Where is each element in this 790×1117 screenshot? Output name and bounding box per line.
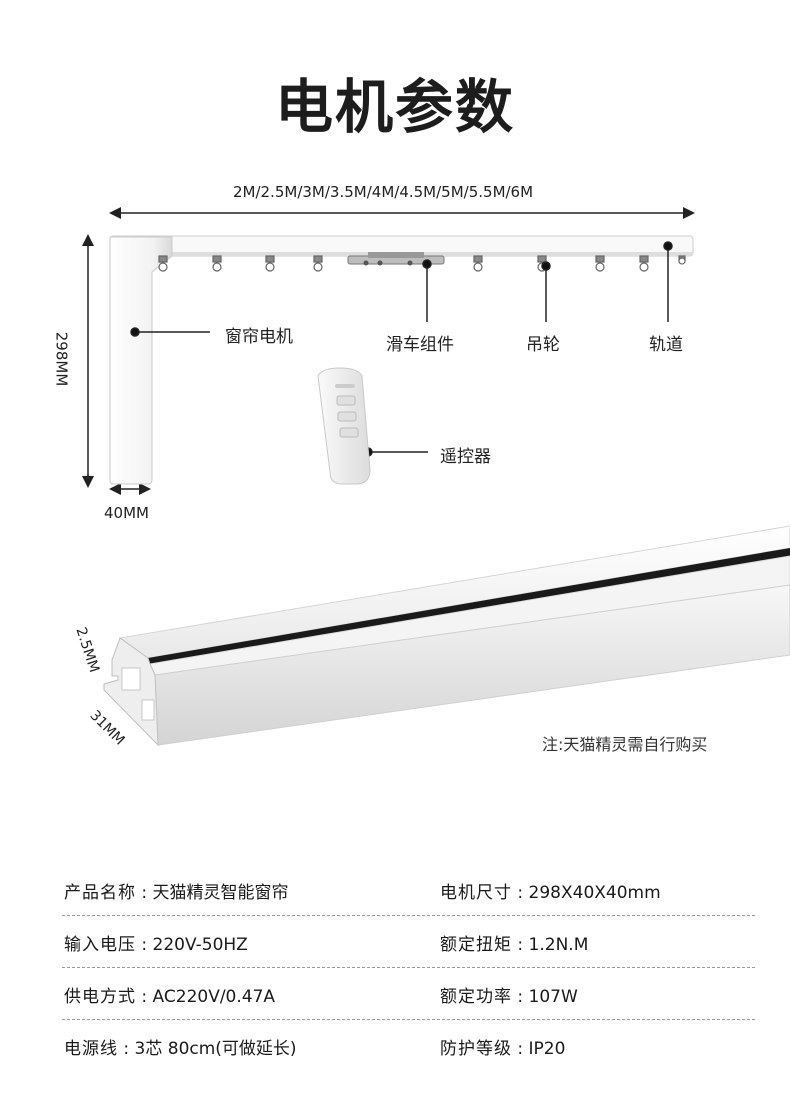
spec-value: 298X40X40mm	[528, 883, 661, 903]
spec-row: 电源线 : 3芯 80cm(可做延长) 防护等级 : IP20	[62, 1020, 755, 1071]
spec-row: 供电方式 : AC220V/0.47A 额定功率 : 107W	[62, 968, 755, 1020]
page-title: 电机参数	[274, 73, 515, 141]
motor-body	[109, 236, 173, 485]
height-dimension-label: 298MM	[52, 331, 71, 387]
spec-cell: 电机尺寸 : 298X40X40mm	[440, 878, 661, 903]
remote-control	[317, 367, 371, 485]
spec-value: 1.2N.M	[528, 935, 589, 955]
spec-separator: :	[517, 883, 524, 903]
spec-label: 输入电压	[64, 935, 136, 955]
spec-cell: 产品名称 : 天猫精灵智能窗帘	[64, 878, 289, 903]
spec-table: 产品名称 : 天猫精灵智能窗帘 电机尺寸 : 298X40X40mm 输入电压 …	[62, 864, 755, 1071]
spec-cell: 额定功率 : 107W	[440, 982, 578, 1007]
spec-cell: 电源线 : 3芯 80cm(可做延长)	[64, 1034, 297, 1059]
spec-cell: 输入电压 : 220V-50HZ	[64, 930, 248, 955]
spec-cell: 防护等级 : IP20	[440, 1034, 565, 1059]
spec-label: 电机尺寸	[440, 883, 512, 903]
callout-motor: 窗帘电机	[225, 327, 293, 347]
callout-pulley: 吊轮	[526, 335, 560, 355]
spec-separator: :	[517, 1039, 524, 1059]
spec-value: AC220V/0.47A	[152, 987, 276, 1007]
callout-remote: 遥控器	[440, 447, 491, 467]
spec-cell: 供电方式 : AC220V/0.47A	[64, 982, 275, 1007]
spec-label: 供电方式	[64, 987, 136, 1007]
spec-value: IP20	[528, 1039, 566, 1059]
spec-separator: :	[517, 935, 524, 955]
spec-separator: :	[123, 1039, 130, 1059]
spec-label: 产品名称	[64, 883, 136, 903]
spec-value: 220V-50HZ	[152, 935, 248, 955]
spec-value: 3芯 80cm(可做延长)	[134, 1039, 297, 1059]
rail-profile	[103, 525, 790, 747]
spec-separator: :	[141, 935, 148, 955]
spec-label: 额定扭矩	[440, 935, 512, 955]
spec-label: 电源线	[64, 1039, 118, 1059]
spec-label: 防护等级	[440, 1039, 512, 1059]
spec-separator: :	[141, 987, 148, 1007]
spec-separator: :	[141, 883, 148, 903]
spec-separator: :	[517, 987, 524, 1007]
spec-row: 输入电压 : 220V-50HZ 额定扭矩 : 1.2N.M	[62, 916, 755, 968]
spec-value: 107W	[528, 987, 578, 1007]
spec-value: 天猫精灵智能窗帘	[152, 883, 289, 903]
slider-assembly	[347, 252, 445, 266]
callout-slider: 滑车组件	[386, 335, 454, 355]
spec-row: 产品名称 : 天猫精灵智能窗帘 电机尺寸 : 298X40X40mm	[62, 864, 755, 916]
spec-label: 额定功率	[440, 987, 512, 1007]
rail-note: 注:天猫精灵需自行购买	[542, 735, 708, 754]
spec-cell: 额定扭矩 : 1.2N.M	[440, 930, 588, 955]
width-dimension-label: 2M/2.5M/3M/3.5M/4M/4.5M/5M/5.5M/6M	[233, 183, 534, 201]
base-dimension-label: 40MM	[104, 504, 149, 522]
callout-track: 轨道	[649, 335, 683, 355]
